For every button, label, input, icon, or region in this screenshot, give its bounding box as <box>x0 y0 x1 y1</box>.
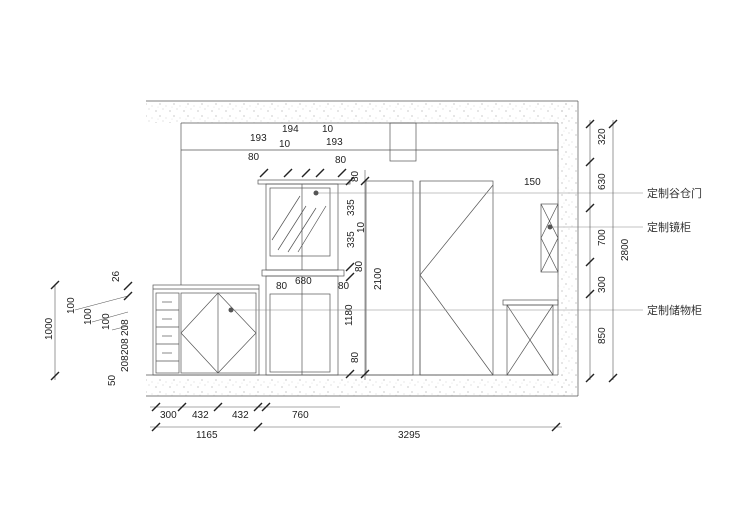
dim-208-b: 208 <box>120 338 131 355</box>
dimension-ticks <box>50 119 618 432</box>
dim-432-a: 432 <box>192 410 209 421</box>
dim-630: 630 <box>597 173 608 190</box>
dim-300-right: 300 <box>597 276 608 293</box>
dim-208-c: 208 <box>120 355 131 372</box>
dim-208-a: 208 <box>120 319 131 336</box>
marker-grain-door <box>313 190 319 196</box>
mirror-cabinet <box>540 203 559 273</box>
dim-80-cab-top: 80 <box>350 170 361 182</box>
dim-194: 194 <box>282 124 299 135</box>
marker-mirror-cabinet <box>547 224 553 230</box>
dim-335-lower: 335 <box>346 231 357 248</box>
ceiling-vent <box>389 122 417 162</box>
dim-3295: 3295 <box>398 430 421 441</box>
dim-100-c: 100 <box>101 313 112 330</box>
dim-2100: 2100 <box>373 267 384 290</box>
leaders <box>231 192 643 311</box>
grain-door-cabinet <box>257 179 351 376</box>
dim-80-cab-left: 80 <box>276 281 288 292</box>
stool <box>502 299 559 376</box>
dim-150: 150 <box>524 177 541 188</box>
label-grain-door: 定制谷仓门 <box>647 186 702 200</box>
dim-2800: 2800 <box>620 238 631 261</box>
dim-10-left: 10 <box>279 139 291 150</box>
label-storage-cabinet: 定制储物柜 <box>647 303 702 317</box>
dim-80-cab-mid: 80 <box>354 260 365 272</box>
dim-100-a: 100 <box>66 297 77 314</box>
dim-193-right: 193 <box>326 137 343 148</box>
dim-320: 320 <box>597 128 608 145</box>
dimension-lines <box>54 120 614 428</box>
dim-80-cab-bottom: 80 <box>350 351 361 363</box>
dim-50: 50 <box>107 374 118 386</box>
dim-80-right-top: 80 <box>335 155 347 166</box>
dim-193-left: 193 <box>250 133 267 144</box>
dim-680: 680 <box>295 276 312 287</box>
dim-850: 850 <box>597 327 608 344</box>
dim-10-cab: 10 <box>356 221 367 233</box>
dim-300-bottom: 300 <box>160 410 177 421</box>
dim-1180: 1180 <box>344 304 355 326</box>
dim-760: 760 <box>292 410 309 421</box>
dim-80-left-top: 80 <box>248 152 260 163</box>
dim-1165: 1165 <box>196 430 218 441</box>
dim-335-upper: 335 <box>346 199 357 216</box>
dim-1000: 1000 <box>44 317 55 340</box>
label-mirror-cabinet: 定制镜柜 <box>647 220 691 234</box>
marker-storage-cabinet <box>228 307 234 313</box>
wall-hatch <box>146 101 578 396</box>
room-outline <box>146 100 579 397</box>
dim-100-b: 100 <box>83 308 94 325</box>
dim-26: 26 <box>111 270 122 282</box>
dim-700: 700 <box>597 229 608 246</box>
barn-door <box>365 180 494 376</box>
dim-10-top: 10 <box>322 124 334 135</box>
dim-432-b: 432 <box>232 410 249 421</box>
dim-80-cab-right: 80 <box>338 281 350 292</box>
storage-cabinet <box>152 284 260 376</box>
